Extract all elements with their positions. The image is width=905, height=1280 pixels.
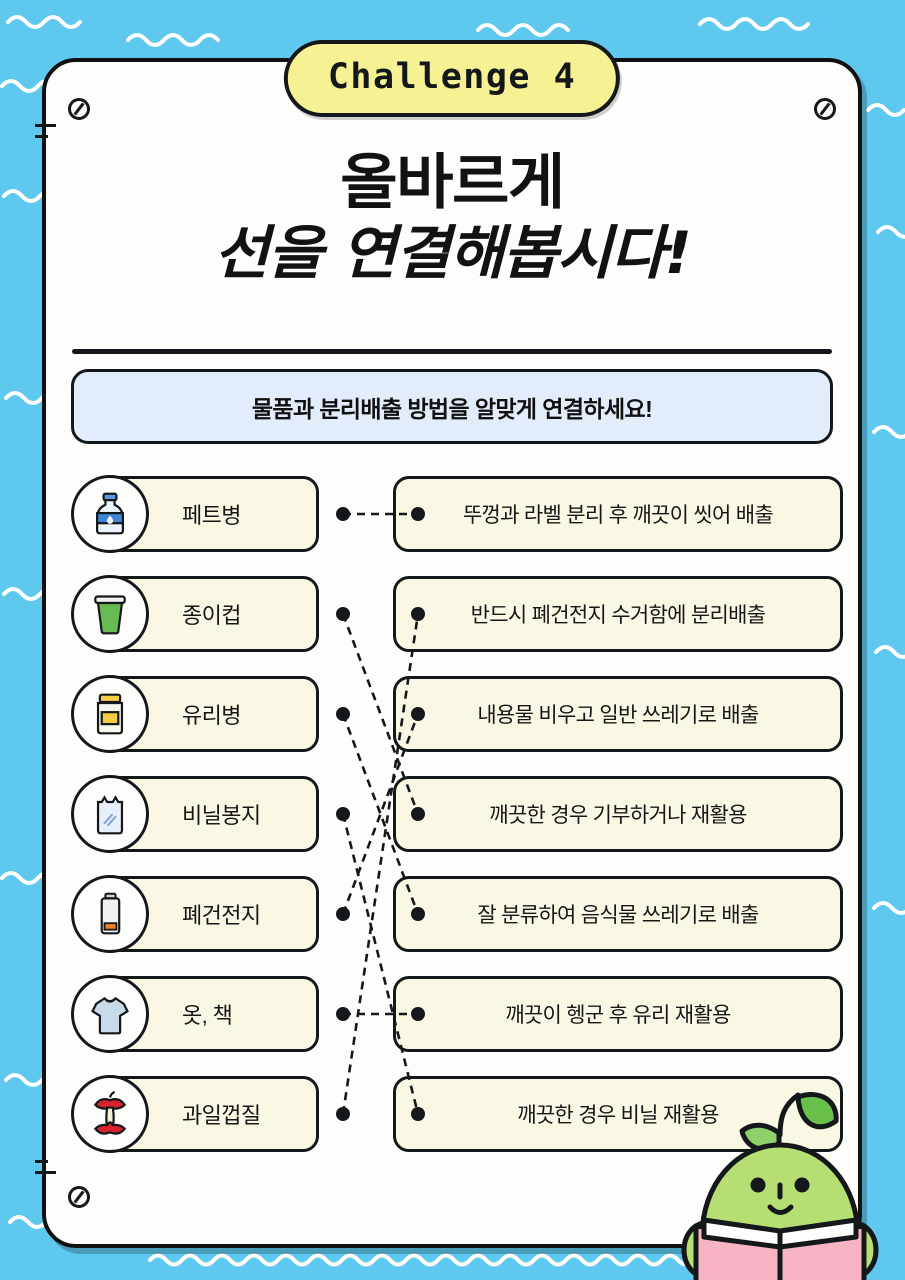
method-row: 내용물 비우고 일반 쓰레기로 배출 [393,676,843,752]
item-label: 페트병 [182,503,242,528]
title-line-1: 올바르게 [340,148,565,218]
method-row: 깨끗이 헹군 후 유리 재활용 [393,976,843,1052]
method-row: 깨끗한 경우 비닐 재활용 [393,1076,843,1152]
instruction-text: 물품과 분리배출 방법을 알맞게 연결하세요! [251,395,653,422]
method-label: 깨끗이 헹군 후 유리 재활용 [505,1004,731,1027]
edge-tick-marks-bottom [35,1160,59,1182]
method-row: 잘 분류하여 음식물 쓰레기로 배출 [393,876,843,952]
connector-dot-left[interactable] [336,1107,350,1121]
item-row: 옷, 책 [71,975,319,1053]
apple-core-icon [71,1075,149,1153]
item-label: 폐건전지 [182,903,261,928]
connector-dot-left[interactable] [336,807,350,821]
method-row: 깨끗한 경우 기부하거나 재활용 [393,776,843,852]
screw-icon-top-right [814,98,836,120]
apple-character-reading-book-icon [681,1092,879,1280]
item-row: 폐건전지 [71,875,319,953]
connector-dot-left[interactable] [336,707,350,721]
method-row: 반드시 폐건전지 수거함에 분리배출 [393,576,843,652]
method-label: 반드시 폐건전지 수거함에 분리배출 [470,604,766,627]
page-title: 올바르게 선을 연결해봅시다! [46,148,858,287]
connector-dot-left[interactable] [336,607,350,621]
item-label: 유리병 [182,703,242,728]
matching-exercise: 페트병 종이컵 유리병 비닐봉지 폐건전지 옷, 책 [46,466,866,1166]
method-label: 잘 분류하여 음식물 쓰레기로 배출 [477,904,759,927]
item-row: 비닐봉지 [71,775,319,853]
method-card-1[interactable]: 반드시 폐건전지 수거함에 분리배출 [393,576,843,652]
item-row: 유리병 [71,675,319,753]
item-row: 종이컵 [71,575,319,653]
method-label: 깨끗한 경우 비닐 재활용 [517,1104,719,1127]
item-row: 과일껍질 [71,1075,319,1153]
connector-dot-left[interactable] [336,507,350,521]
worksheet-card: Challenge 4 올바르게 선을 연결해봅시다! 물품과 분리배출 방법을… [35,40,879,1280]
method-card-4[interactable]: 잘 분류하여 음식물 쓰레기로 배출 [393,876,843,952]
title-line-2: 선을 연결해봅시다! [213,218,692,287]
screw-icon-bottom-left [68,1186,90,1208]
connector-dot-left[interactable] [336,907,350,921]
screw-icon-top-left [68,98,90,120]
method-card-3[interactable]: 깨끗한 경우 기부하거나 재활용 [393,776,843,852]
plastic-bag-icon [71,775,149,853]
item-label: 비닐봉지 [182,803,261,828]
method-label: 깨끗한 경우 기부하거나 재활용 [489,804,747,827]
item-label: 옷, 책 [182,1003,233,1028]
challenge-badge: Challenge 4 [283,40,621,117]
method-card-6[interactable]: 깨끗한 경우 비닐 재활용 [393,1076,843,1152]
battery-icon [71,875,149,953]
connector-line[interactable] [341,813,420,1115]
method-card-5[interactable]: 깨끗이 헹군 후 유리 재활용 [393,976,843,1052]
item-label: 종이컵 [182,603,242,628]
plastic-bottle-icon [71,475,149,553]
title-divider [72,349,832,354]
instruction-banner: 물품과 분리배출 방법을 알맞게 연결하세요! [71,369,833,444]
tshirt-icon [71,975,149,1053]
method-label: 내용물 비우고 일반 쓰레기로 배출 [477,704,759,727]
connector-dot-left[interactable] [336,1007,350,1021]
glass-jar-icon [71,675,149,753]
item-row: 페트병 [71,475,319,553]
method-label: 뚜껑과 라벨 분리 후 깨끗이 씻어 배출 [462,504,774,527]
item-label: 과일껍질 [182,1103,261,1128]
method-card-2[interactable]: 내용물 비우고 일반 쓰레기로 배출 [393,676,843,752]
method-row: 뚜껑과 라벨 분리 후 깨끗이 씻어 배출 [393,476,843,552]
paper-cup-icon [71,575,149,653]
method-card-0[interactable]: 뚜껑과 라벨 분리 후 깨끗이 씻어 배출 [393,476,843,552]
edge-tick-marks-top [35,124,59,146]
